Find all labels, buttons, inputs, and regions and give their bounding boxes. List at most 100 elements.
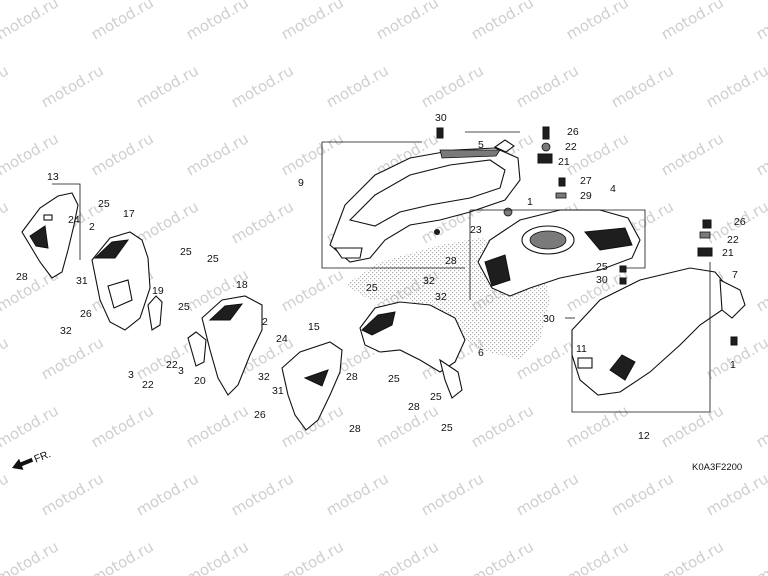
watermark-text: motod.ru <box>753 265 768 315</box>
part-5-clip <box>493 139 515 153</box>
front-arrow-label: FR. <box>32 448 52 465</box>
callout-label: 25 <box>441 422 453 434</box>
callout-label: 26 <box>254 409 266 421</box>
watermark-text: motod.ru <box>133 469 202 519</box>
callout-label: 22 <box>565 141 577 153</box>
watermark-text: motod.ru <box>38 469 107 519</box>
callout-label: 25 <box>388 373 400 385</box>
callout-label: 22 <box>166 359 178 371</box>
callout-label: 31 <box>272 385 284 397</box>
callout-label: 28 <box>349 423 361 435</box>
callout-label: 3 <box>178 365 184 377</box>
callout-label: 3 <box>128 369 134 381</box>
parts-19-20-stays <box>147 295 207 367</box>
callout-label: 17 <box>123 208 135 220</box>
callout-label: 21 <box>722 247 734 259</box>
watermark-text: motod.ru <box>373 537 442 576</box>
callout-label: 27 <box>580 175 592 187</box>
callout-label: 25 <box>207 253 219 265</box>
watermark-text: motod.ru <box>228 469 297 519</box>
watermark-text: motod.ru <box>418 469 487 519</box>
callout-label: 24 <box>276 333 288 345</box>
watermark-text: motod.ru <box>563 401 632 451</box>
callout-label: 15 <box>308 321 320 333</box>
watermark-text: motod.ru <box>183 0 252 43</box>
callout-label: 9 <box>298 177 304 189</box>
watermark-text: motod.ru <box>88 401 157 451</box>
callout-label: 7 <box>732 269 738 281</box>
watermark-text: motod.ru <box>608 61 677 111</box>
watermark-text: motod.ru <box>468 401 537 451</box>
watermark-text: motod.ru <box>658 401 727 451</box>
watermark-text: motod.ru <box>658 129 727 179</box>
bracket-13 <box>52 183 81 260</box>
watermark-text: motod.ru <box>0 197 12 247</box>
bracket-12 <box>571 262 711 413</box>
watermark-text: motod.ru <box>373 0 442 43</box>
callout-label: 30 <box>596 274 608 286</box>
watermark-text: motod.ru <box>228 61 297 111</box>
bolt-group-right <box>619 219 713 285</box>
callout-label: 1 <box>730 359 736 371</box>
callout-label: 22 <box>142 379 154 391</box>
callout-label: 18 <box>236 279 248 291</box>
watermark-text: motod.ru <box>88 537 157 576</box>
watermark-text: motod.ru <box>183 401 252 451</box>
callout-label: 5 <box>478 139 484 151</box>
watermark-text: motod.ru <box>228 197 297 247</box>
callout-label: 22 <box>727 234 739 246</box>
watermark-text: motod.ru <box>563 537 632 576</box>
watermark-text: motod.ru <box>0 61 12 111</box>
part-17-inner-front <box>91 231 151 331</box>
watermark-text: motod.ru <box>183 129 252 179</box>
callout-label: 25 <box>366 282 378 294</box>
callout-label: 4 <box>610 183 616 195</box>
callout-label: 28 <box>408 401 420 413</box>
watermark-text: motod.ru <box>0 0 62 43</box>
callout-label: 25 <box>180 246 192 258</box>
watermark-text: motod.ru <box>133 61 202 111</box>
part-4-tank-cover <box>477 207 641 297</box>
watermark-text: motod.ru <box>88 129 157 179</box>
watermark-text: motod.ru <box>38 333 107 383</box>
callout-label: 24 <box>68 214 80 226</box>
watermark-text: motod.ru <box>753 129 768 179</box>
watermark-text: motod.ru <box>278 129 347 179</box>
part-9-upper-cover <box>329 147 521 263</box>
watermark-text: motod.ru <box>563 0 632 43</box>
watermark-text: motod.ru <box>323 469 392 519</box>
callout-label: 26 <box>80 308 92 320</box>
watermark-text: motod.ru <box>608 469 677 519</box>
callout-label: 12 <box>638 430 650 442</box>
watermark-text: motod.ru <box>323 61 392 111</box>
bracket-4 <box>470 209 646 269</box>
watermark-text: motod.ru <box>278 537 347 576</box>
callout-label: 21 <box>558 156 570 168</box>
callout-label: 11 <box>576 343 587 355</box>
watermark-text: motod.ru <box>278 265 347 315</box>
diagram-code: K0A3F2200 <box>692 462 742 473</box>
callout-label: 13 <box>47 171 59 183</box>
callout-label: 28 <box>445 255 457 267</box>
callout-label: 25 <box>178 301 190 313</box>
watermark-text: motod.ru <box>418 61 487 111</box>
callout-label: 29 <box>580 190 592 202</box>
watermark-text: motod.ru <box>38 61 107 111</box>
watermark-text: motod.ru <box>0 333 12 383</box>
callout-label: 25 <box>430 391 442 403</box>
callout-label: 32 <box>258 371 270 383</box>
watermark-text: motod.ru <box>703 469 768 519</box>
callout-label: 32 <box>435 291 447 303</box>
watermark-text: motod.ru <box>183 537 252 576</box>
callout-label: 28 <box>346 371 358 383</box>
watermark-text: motod.ru <box>753 537 768 576</box>
watermark-text: motod.ru <box>0 537 62 576</box>
watermark-text: motod.ru <box>658 537 727 576</box>
bolt-group-top <box>436 126 567 199</box>
watermark-text: motod.ru <box>513 469 582 519</box>
watermark-text: motod.ru <box>0 401 62 451</box>
callout-label: 32 <box>60 325 72 337</box>
